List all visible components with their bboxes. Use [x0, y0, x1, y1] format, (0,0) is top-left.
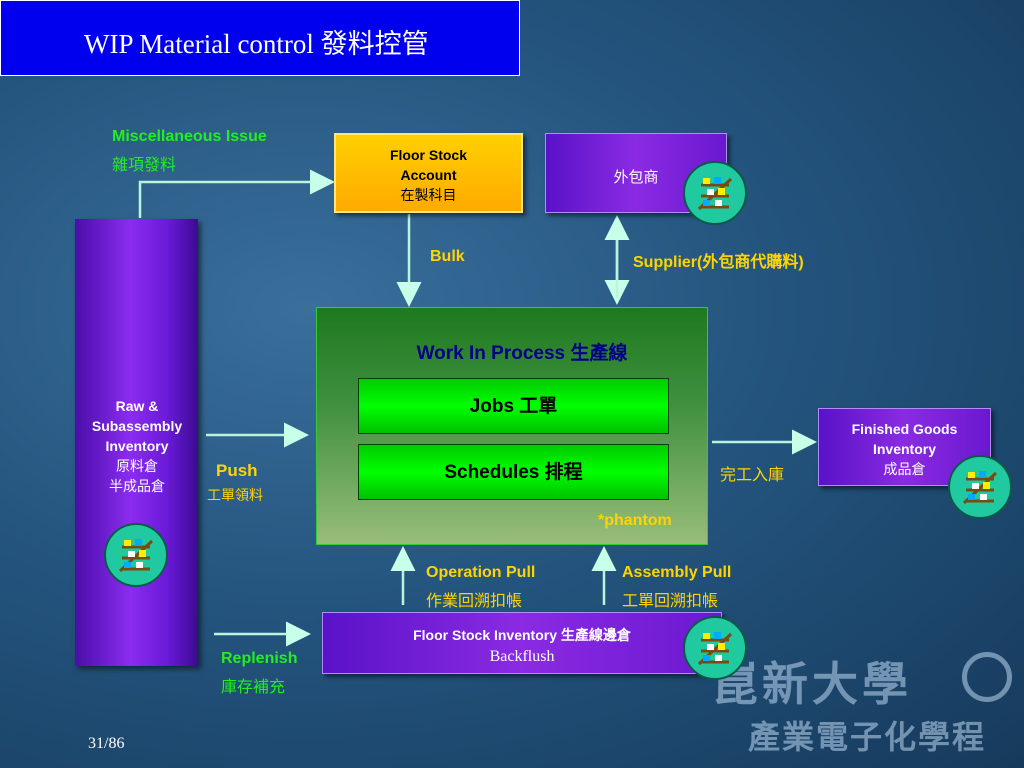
raw-inventory-line4: 原料倉: [116, 458, 158, 474]
finished-goods-line3: 成品倉: [883, 461, 926, 477]
floor-stock-inventory-box: Floor Stock Inventory 生產線邊倉 Backflush: [322, 612, 722, 674]
assembly-pull-label-zh: 工單回溯扣帳: [622, 593, 719, 610]
bulk-label: Bulk: [430, 248, 465, 265]
watermark-logo-icon: [962, 652, 1012, 702]
floor-stock-account-line3: 在製科目: [400, 187, 457, 203]
inventory-badge-icon: [683, 161, 747, 225]
slide-title: WIP Material control 發料控管: [84, 29, 429, 59]
floor-stock-inventory-line1: Floor Stock Inventory 生產線邊倉: [413, 627, 631, 643]
misc-issue-label: Miscellaneous Issue: [112, 128, 267, 145]
finished-goods-line1: Finished Goods: [851, 421, 958, 437]
supplier-label: Supplier(外包商代購料): [633, 254, 804, 271]
jobs-bar: Jobs 工單: [358, 378, 669, 434]
jobs-label: Jobs 工單: [469, 396, 558, 417]
floor-stock-account-line2: Account: [400, 167, 457, 183]
schedules-label: Schedules 排程: [444, 462, 583, 483]
raw-inventory-line1: Raw &: [115, 398, 159, 414]
raw-inventory-cylinder: [75, 219, 198, 666]
push-label: Push: [216, 461, 258, 480]
floor-stock-account-line1: Floor Stock: [389, 147, 467, 163]
operation-pull-label: Operation Pull: [426, 564, 536, 581]
replenish-label: Replenish: [221, 650, 298, 667]
raw-inventory-line2: Subassembly: [91, 418, 183, 434]
page-number: 31/86: [88, 735, 125, 752]
operation-pull-label-zh: 作業回溯扣帳: [426, 593, 523, 610]
raw-inventory-line5: 半成品倉: [109, 478, 165, 494]
finished-goods-box: Finished Goods Inventory 成品倉: [818, 408, 991, 486]
phantom-label: *phantom: [598, 512, 672, 529]
inventory-badge-icon: [948, 455, 1012, 519]
finished-goods-line2: Inventory: [872, 441, 936, 457]
floor-stock-account-box: Floor Stock Account 在製科目: [334, 133, 523, 213]
schedules-bar: Schedules 排程: [358, 444, 669, 500]
title-box: [0, 0, 520, 76]
inventory-badge-icon: [104, 523, 168, 587]
wip-title: Work In Process 生產線: [416, 343, 628, 364]
push-label-zh: 工單領料: [207, 487, 263, 503]
replenish-label-zh: 庫存補充: [221, 679, 286, 696]
raw-inventory-line3: Inventory: [105, 438, 169, 454]
misc-issue-arrow: [138, 169, 335, 218]
raw-inventory-label: Raw & Subassembly Inventory 原料倉 半成品倉: [62, 396, 212, 496]
misc-issue-label-zh: 雜項發料: [112, 157, 177, 174]
watermark-program: 產業電子化學程: [748, 718, 987, 756]
complete-receipt-label: 完工入庫: [720, 467, 785, 484]
inventory-badge-icon: [683, 616, 747, 680]
floor-stock-inventory-line2: Backflush: [489, 648, 555, 665]
subcontractor-label: 外包商: [613, 169, 659, 186]
assembly-pull-label: Assembly Pull: [622, 564, 732, 581]
watermark-university: 崑新大學: [712, 657, 912, 711]
